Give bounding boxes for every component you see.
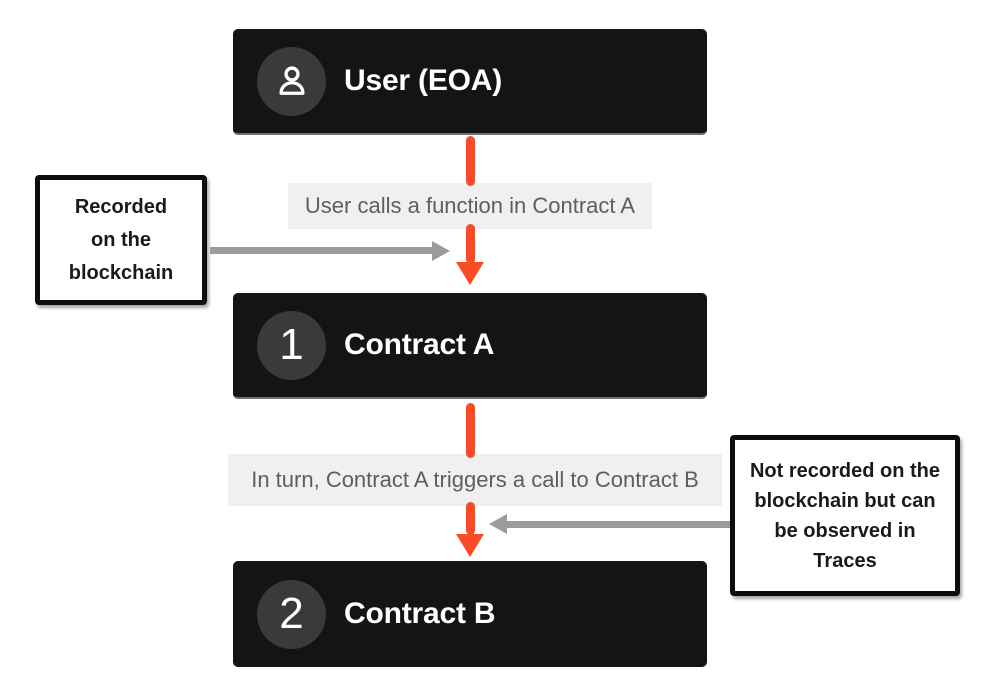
note-not-recorded-traces: Not recorded on the blockchain but can b… — [730, 435, 960, 596]
annotation-arrow-shaft — [507, 521, 730, 528]
edge-label-a-to-b: In turn, Contract A triggers a call to C… — [228, 454, 722, 506]
step-badge-1: 1 — [257, 310, 326, 380]
step-badge-2: 2 — [257, 579, 326, 649]
node-title-contract-a: Contract A — [344, 328, 495, 361]
node-title-user: User (EOA) — [344, 64, 503, 97]
node-contract-b: 2 Contract B — [233, 561, 707, 667]
node-title-contract-b: Contract B — [344, 597, 496, 630]
flow-arrow-segment — [466, 136, 475, 186]
flow-arrowhead-down-icon — [456, 534, 484, 557]
annotation-arrowhead-left-icon — [489, 514, 507, 534]
step-number: 1 — [279, 320, 304, 369]
step-number: 2 — [279, 589, 304, 638]
flow-arrowhead-down-icon — [456, 262, 484, 285]
user-icon — [278, 66, 305, 95]
note-recorded-on-blockchain: Recorded on the blockchain — [35, 175, 207, 305]
user-avatar — [257, 46, 326, 116]
flow-arrow-segment — [466, 403, 475, 458]
edge-label-user-to-a: User calls a function in Contract A — [288, 183, 652, 229]
node-contract-a: 1 Contract A — [233, 293, 707, 399]
annotation-arrowhead-right-icon — [432, 241, 450, 261]
flow-arrow-segment — [466, 502, 475, 535]
annotation-arrow-shaft — [210, 247, 432, 254]
node-user-eoa: User (EOA) — [233, 29, 707, 135]
note-text: Recorded on the blockchain — [68, 195, 174, 284]
flow-arrow-segment — [466, 224, 475, 264]
note-text: Not recorded on the blockchain but can b… — [749, 459, 940, 572]
